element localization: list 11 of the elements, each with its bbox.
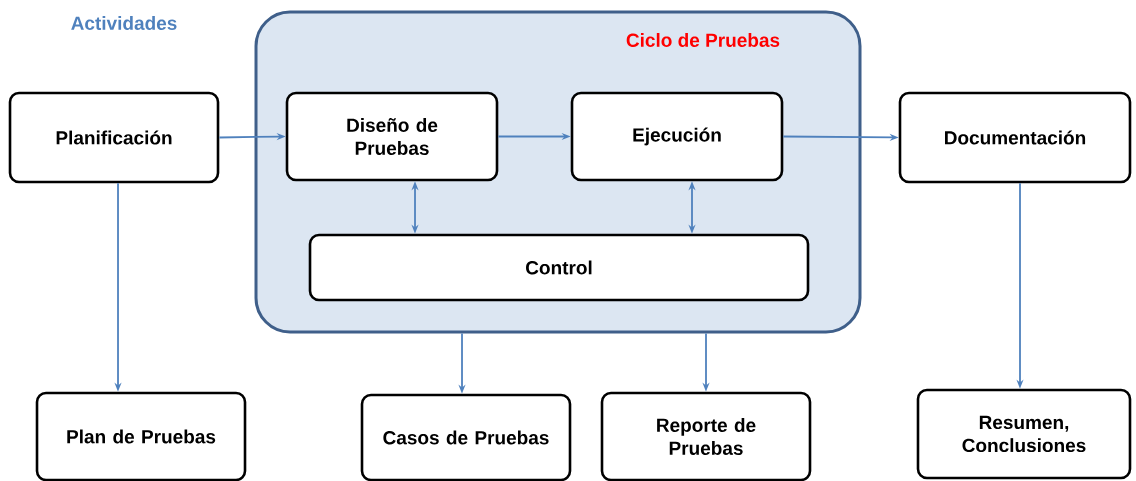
process-box: Reporte de Pruebas: [600, 391, 812, 481]
process-box: Planificación: [8, 91, 220, 184]
process-box: Plan de Pruebas: [35, 391, 247, 481]
heading: Actividades: [71, 16, 177, 30]
band-title: Ciclo de Pruebas: [626, 33, 780, 47]
process-box: Casos de Pruebas: [360, 393, 572, 481]
process-box: Documentación: [898, 91, 1132, 184]
process-box: Diseño de Pruebas: [285, 91, 499, 182]
process-box: Control: [308, 233, 810, 302]
process-box: Ejecución: [570, 91, 784, 182]
process-box: Resumen, Conclusiones: [916, 388, 1132, 480]
